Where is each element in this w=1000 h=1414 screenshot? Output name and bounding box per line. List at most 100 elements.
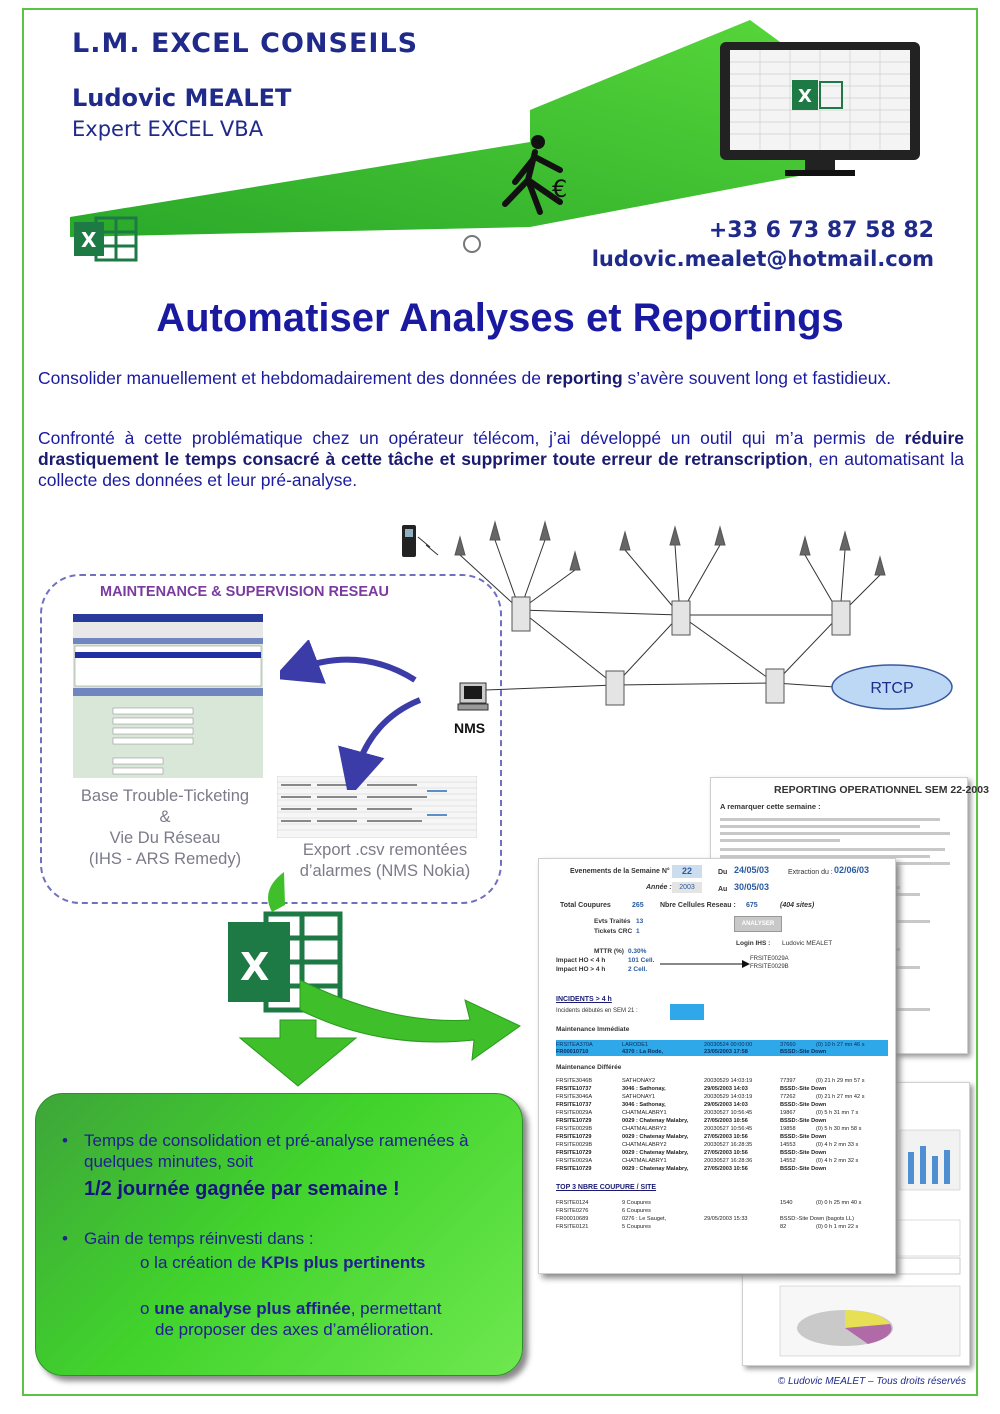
- report-tickets-label: Tickets CRC: [594, 928, 633, 935]
- report-cell: 19867: [780, 1110, 796, 1116]
- report-year-label: Année :: [646, 884, 672, 891]
- intro-paragraph: Consolider manuellement et hebdomadairem…: [38, 368, 892, 388]
- report-cell: 0029 : Chatenay Malabry,: [622, 1150, 689, 1156]
- report-cell: 20030529 14:03:19: [704, 1078, 753, 1084]
- remedy-screenshot: [73, 614, 263, 778]
- report-cell: 29/05/2003 15:33: [704, 1216, 748, 1222]
- report-cell: FRSITE0029B: [556, 1126, 593, 1132]
- report-cell: 77262: [780, 1094, 796, 1100]
- report-cell: BSSD:-Site Down: [780, 1102, 827, 1108]
- phone-number: +33 6 73 87 58 82: [708, 218, 934, 243]
- report-cell: BSSD:-Site Down: [780, 1118, 827, 1124]
- report-extraction-label: Extraction du :: [788, 869, 833, 876]
- report-sites-value: (404 sites): [780, 902, 815, 909]
- report-cell: FRSITE10729: [556, 1134, 592, 1140]
- report-cell: 3046 : Sathonay,: [622, 1102, 666, 1108]
- svg-text:X: X: [81, 228, 97, 252]
- report-tickets-value: 1: [636, 928, 640, 935]
- report-year-value: 2003: [672, 882, 702, 893]
- maintenance-title: MAINTENANCE & SUPERVISION RESEAU: [100, 584, 389, 600]
- analyser-button[interactable]: ANALYSER: [734, 916, 782, 932]
- rtcp-label: RTCP: [870, 680, 913, 697]
- report-total-label: Total Coupures: [560, 902, 611, 909]
- report-cell: FR00010710: [556, 1049, 589, 1055]
- flow-arrows: [280, 640, 422, 790]
- report-incidents-title: INCIDENTS > 4 h: [556, 996, 612, 1003]
- report-cell: 20030529 14:03:19: [704, 1094, 753, 1100]
- report-du-label: Du: [718, 869, 728, 876]
- excel-logo-small-icon: X: [74, 216, 138, 262]
- report-imm-highlight: [556, 1040, 888, 1056]
- report-evts-label: Evts Traités: [594, 918, 631, 925]
- report-cell: FRSITE10737: [556, 1102, 592, 1108]
- result-bullet-2: •Gain de temps réinvesti dans :: [62, 1229, 314, 1248]
- results-box: [35, 1093, 523, 1376]
- email-address: ludovic.mealet@hotmail.com: [591, 247, 934, 271]
- report-cell: (0) 4 h 2 mn 33 s: [816, 1142, 859, 1148]
- report-mttr-label: MTTR (%): [594, 948, 624, 955]
- report-impact2-label: Impact HO > 4 h: [556, 966, 606, 973]
- report-cell: (0) 0 h 25 mn 40 s: [816, 1200, 862, 1206]
- report-cell: (0) 0 h 1 mn 22 s: [816, 1224, 859, 1230]
- report-cells-value: 675: [746, 902, 758, 909]
- report-cell: FRSITE3046B: [556, 1078, 593, 1084]
- report-cell: 27/05/2003 10:56: [704, 1118, 748, 1124]
- report-cell: 0029 : Chatenay Malabry,: [622, 1134, 689, 1140]
- report-cell: BSSD:-Site Down: [780, 1166, 827, 1172]
- company-name: L.M. EXCEL CONSEILS: [72, 28, 419, 59]
- report-impact-arrow: [660, 960, 750, 968]
- report-charts-graphic: [769, 1129, 961, 1357]
- report-cell: FRSITE0029B: [556, 1142, 593, 1148]
- nms-label: NMS: [454, 720, 486, 736]
- report-cell: SATHONAY2: [622, 1078, 656, 1084]
- report-incidents-box: [670, 1004, 704, 1020]
- result-highlight: 1/2 journée gagnée par semaine !: [84, 1178, 400, 1200]
- report-cell: FRSITE0121: [556, 1224, 589, 1230]
- report-cell: FRSITEA370A: [556, 1042, 593, 1048]
- network-diagram: RTCP: [402, 520, 953, 711]
- report-cell: CHATMALABRY1: [622, 1110, 667, 1116]
- report-incidents-sub: Incidents débutés en SEM 21 :: [556, 1008, 638, 1014]
- report-cell: CHATMALABRY2: [622, 1126, 667, 1132]
- report-back-title: REPORTING OPERATIONNEL SEM 22-2003: [774, 784, 989, 796]
- person-name: Ludovic MEALET: [72, 84, 292, 112]
- report-cell: 0276 : Le Sauget,: [622, 1216, 667, 1222]
- svg-text:X: X: [240, 945, 269, 989]
- report-cell: 29/05/2003 14:03: [704, 1086, 748, 1092]
- report-cell: FRSITE10729: [556, 1118, 592, 1124]
- report-site-a: FRSITE0029A: [750, 956, 789, 962]
- report-cell: LARODE1: [622, 1042, 649, 1048]
- report-cell: 20030527 16:28:35: [704, 1142, 753, 1148]
- report-back-remark: A remarquer cette semaine :: [720, 802, 821, 811]
- report-cell: FRSITE3046A: [556, 1094, 593, 1100]
- report-cell: 37660: [780, 1042, 796, 1048]
- report-cell: 27/05/2003 10:56: [704, 1134, 748, 1140]
- report-cell: 9 Coupures: [622, 1200, 651, 1206]
- report-maint-diff: Maintenance Différée: [556, 1064, 622, 1071]
- page-title: Automatiser Analyses et Reportings: [156, 296, 844, 340]
- report-evts-value: 13: [636, 918, 644, 925]
- report-cell: 20030524 00:00:00: [704, 1042, 753, 1048]
- report-impact1-label: Impact HO < 4 h: [556, 957, 606, 964]
- person-role: Expert EXCEL VBA: [72, 117, 264, 141]
- report-impact2-value: 2 Cell.: [628, 966, 648, 973]
- report-cell: (0) 5 h 30 mn 58 s: [816, 1126, 862, 1132]
- report-cell: 6 Coupures: [622, 1208, 651, 1214]
- report-cell: FRSITE0029A: [556, 1110, 593, 1116]
- report-cell: 0029 : Chatenay Malabry,: [622, 1166, 689, 1172]
- report-cell: FRSITE10729: [556, 1166, 592, 1172]
- report-cell: 0029 : Chatenay Malabry,: [622, 1118, 689, 1124]
- report-cell: (0) 5 h 31 mn 7 s: [816, 1110, 859, 1116]
- report-week-label: Evenements de la Semaine N°: [570, 868, 670, 875]
- svg-text:X: X: [798, 86, 812, 107]
- report-sheet-front: [538, 858, 896, 1274]
- green-arrows: [238, 872, 521, 1087]
- report-cell: (0) 21 h 27 mn 42 s: [816, 1094, 865, 1100]
- report-cell: FRSITE0276: [556, 1208, 589, 1214]
- report-cells-label: Nbre Cellules Reseau :: [660, 902, 736, 909]
- report-cell: 20030527 10:56:45: [704, 1110, 753, 1116]
- report-du-value: 24/05/03: [734, 865, 770, 875]
- report-cell: BSSD:-Site Down: [780, 1134, 827, 1140]
- report-cell: 20030527 10:56:45: [704, 1126, 753, 1132]
- report-cell: (0) 21 h 29 mn 57 s: [816, 1078, 865, 1084]
